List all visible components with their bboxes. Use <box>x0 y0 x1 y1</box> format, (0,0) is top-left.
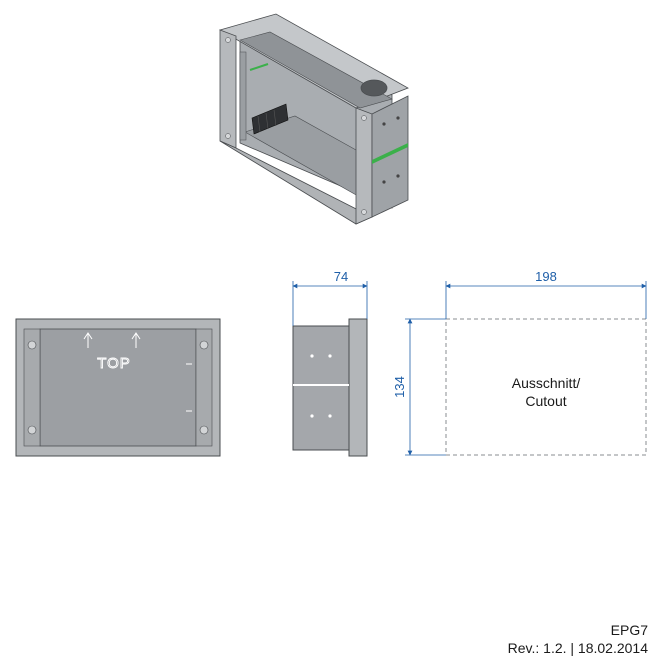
mount-screw <box>27 425 37 435</box>
mount-screw <box>199 340 209 350</box>
side-hole <box>310 414 314 418</box>
side-hole <box>328 354 332 358</box>
frame-right <box>355 107 373 225</box>
right-rail <box>195 328 213 447</box>
frame-screw <box>225 133 231 139</box>
front-inner <box>39 328 197 447</box>
revision-info: Rev.: 1.2. | 18.02.2014 <box>507 640 648 656</box>
mark-ticks <box>186 363 192 412</box>
side-view: 74 <box>292 269 368 457</box>
up-arrow-icon <box>83 332 93 348</box>
cutout-outline <box>445 318 647 456</box>
screw-hole <box>382 122 386 126</box>
green-strip <box>372 143 408 164</box>
frame-screw <box>361 115 367 121</box>
frame-screw <box>361 209 367 215</box>
frame-screw <box>225 37 231 43</box>
top-opening <box>239 31 393 109</box>
cutout-label-line1: Ausschnitt/ <box>512 375 581 391</box>
top-label: TOP <box>97 355 131 372</box>
mount-screw <box>199 425 209 435</box>
screw-hole <box>396 116 400 120</box>
model-number: EPG7 <box>610 622 648 638</box>
frame-left <box>219 29 237 149</box>
right-side <box>371 95 409 218</box>
top-hole <box>360 79 388 97</box>
left-rail <box>23 328 41 447</box>
depth-dimension: 74 <box>334 269 348 284</box>
side-flange <box>348 318 368 457</box>
up-arrow-icon <box>131 332 141 348</box>
cutout-label-line2: Cutout <box>525 393 566 409</box>
terminal-block <box>251 103 289 135</box>
green-strip-left <box>249 63 269 71</box>
screw-hole <box>396 174 400 178</box>
side-hole <box>328 414 332 418</box>
cutout-view: 198 134 Ausschnitt/ Cutout <box>392 269 647 456</box>
mount-screw <box>27 340 37 350</box>
screw-hole <box>382 180 386 184</box>
width-dimension: 198 <box>535 269 557 284</box>
height-dimension: 134 <box>392 376 407 398</box>
side-body <box>292 325 350 451</box>
isometric-view <box>218 13 409 225</box>
side-hole <box>310 354 314 358</box>
inner-rail <box>239 51 247 141</box>
front-view: TOP <box>15 318 221 457</box>
